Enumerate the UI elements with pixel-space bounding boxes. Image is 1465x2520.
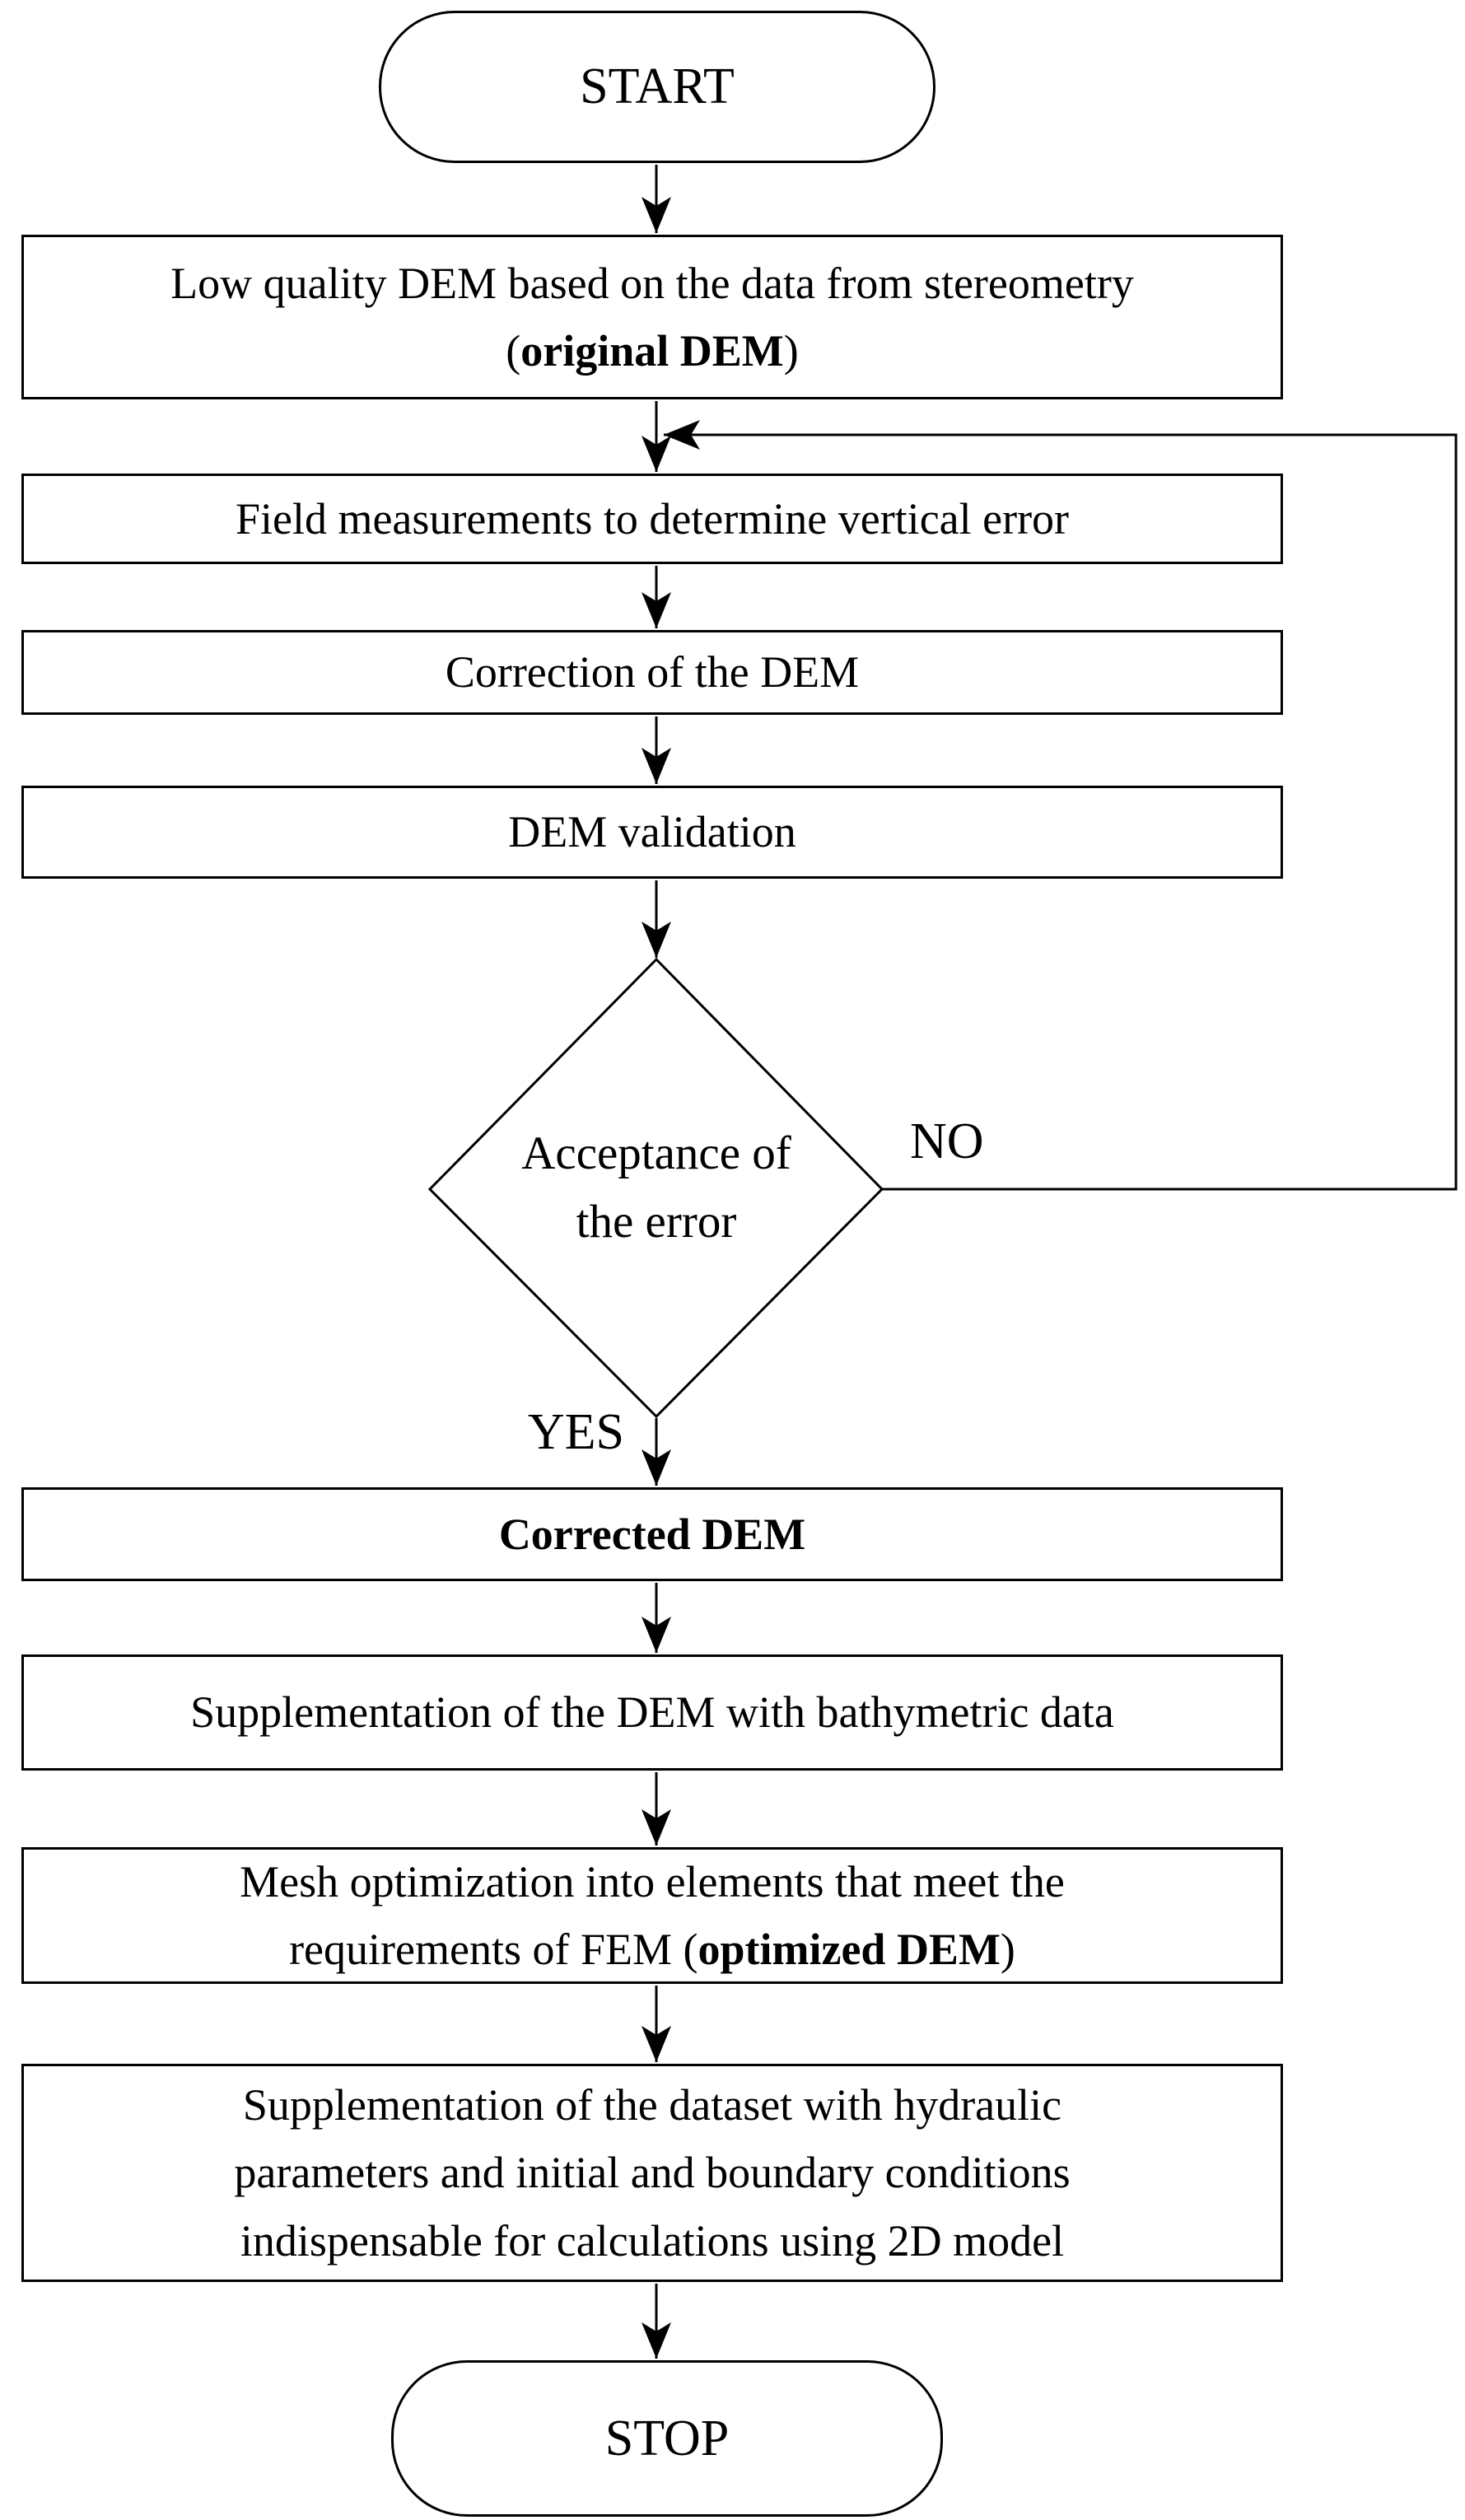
arrow-no-loopback	[664, 420, 1458, 1191]
edge-label-yes: YES	[527, 1404, 624, 1460]
node-dem-validation: DEM validation	[21, 786, 1283, 879]
decision-diamond-shape	[427, 957, 884, 1419]
paren-close: )	[1000, 1925, 1015, 1974]
node-label-line: Corrected DEM	[498, 1509, 806, 1559]
node-corrected-dem: Corrected DEM	[21, 1487, 1283, 1581]
node-stop-terminator: STOP	[391, 2360, 943, 2517]
node-start-terminator: START	[379, 11, 935, 163]
node-correction: Correction of the DEM	[21, 630, 1283, 715]
mesh-line2-prefix: requirements of FEM (	[289, 1925, 698, 1974]
node-hydraulic-supplementation: Supplementation of the dataset with hydr…	[21, 2064, 1283, 2282]
node-label-line: DEM validation	[508, 807, 796, 857]
optimized-dem-bold: optimized DEM	[698, 1925, 1001, 1974]
node-label-line: Supplementation of the dataset with hydr…	[242, 2080, 1062, 2130]
node-field-measurements: Field measurements to determine vertical…	[21, 474, 1283, 564]
node-label-line: parameters and initial and boundary cond…	[234, 2148, 1071, 2198]
original-dem-bold: original DEM	[520, 326, 784, 376]
node-label-line: Correction of the DEM	[445, 647, 860, 698]
paren-open: (	[506, 326, 521, 376]
node-bathymetric-supplementation: Supplementation of the DEM with bathymet…	[21, 1654, 1283, 1771]
node-label-line: Low quality DEM based on the data from s…	[170, 258, 1134, 308]
node-label-line: the error	[576, 1196, 737, 1248]
node-label-line: indispensable for calculations using 2D …	[240, 2215, 1065, 2266]
node-label-line: Supplementation of the DEM with bathymet…	[190, 1687, 1114, 1738]
node-label-line: (original DEM)	[506, 317, 798, 385]
decision-acceptance-label: Acceptance of the error	[430, 959, 883, 1417]
node-original-dem: Low quality DEM based on the data from s…	[21, 235, 1283, 399]
node-label-line: requirements of FEM (optimized DEM)	[289, 1916, 1015, 1983]
edge-label-no: NO	[910, 1113, 984, 1169]
node-label-line: Mesh optimization into elements that mee…	[240, 1856, 1065, 1906]
node-mesh-optimization: Mesh optimization into elements that mee…	[21, 1847, 1283, 1984]
stop-label: STOP	[604, 2410, 730, 2466]
paren-close: )	[783, 326, 799, 376]
node-label-line: Field measurements to determine vertical…	[235, 493, 1070, 544]
node-label-line: Acceptance of	[521, 1127, 791, 1180]
start-label: START	[580, 58, 735, 114]
